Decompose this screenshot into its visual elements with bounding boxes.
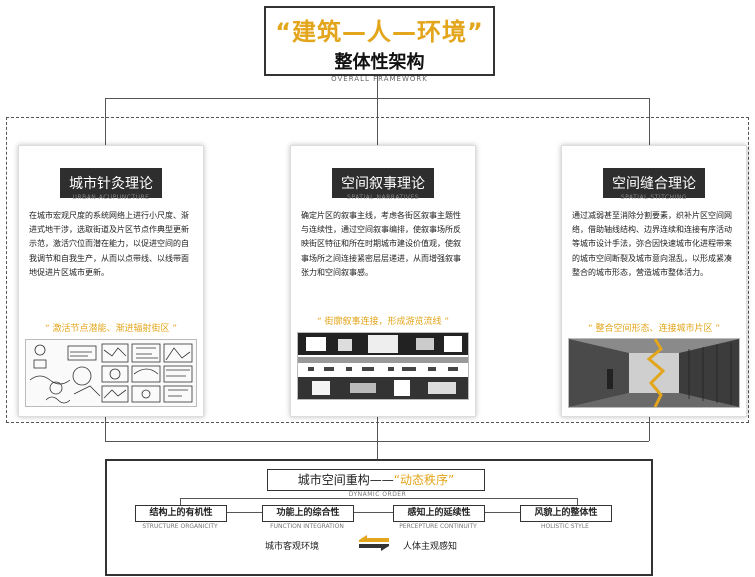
principle-style-en: HOLISTIC STYLE [541, 523, 589, 530]
environment-right-label: 人体主观感知 [403, 542, 458, 552]
principle-structure-en: STRUCTURE ORGANICITY [142, 523, 218, 530]
theory-slogan: “ 街廓叙事连接，形成游览流线 ” [316, 317, 450, 327]
theory-description: 确定片区的叙事主线，考虑各街区叙事主题性与连续性，通过空间叙事编排，使叙事场所反… [301, 211, 461, 277]
connector-line [377, 98, 378, 145]
acupuncture-sketch-image [25, 339, 197, 407]
theory-title-en: URBAN ACUPUNCTURE [72, 194, 150, 201]
narrative-collage-image [297, 332, 469, 400]
theory-slogan: “ 整合空间形态、连接城市片区 ” [587, 324, 721, 334]
framework-title: “建筑—人—环境” [275, 18, 484, 46]
connector-line [377, 441, 378, 459]
environment-left-label: 城市客观环境 [265, 542, 320, 552]
connector-line [180, 512, 577, 513]
theory-title: 城市针灸理论 [60, 168, 162, 198]
theory-description: 在城市宏观尺度的系统网络上进行小尺度、渐进式地干涉，选取街道及片区节点作典型更新… [29, 211, 189, 277]
principle-function: 功能上的综合性 [262, 505, 354, 522]
theory-description: 通过减弱甚至消除分割要素，织补片区空间网络，借助轴线结构、边界连续和连接有序活动… [572, 211, 732, 277]
connector-line [649, 415, 650, 441]
connector-line [377, 415, 378, 441]
connector-line [649, 98, 650, 145]
connector-line [180, 498, 577, 499]
reorganization-title: 城市空间重构——“动态秩序” [267, 469, 485, 491]
theory-title-en: SPATIAL STITCHING [620, 194, 688, 201]
connector-line [577, 498, 578, 506]
connector-line [105, 415, 106, 441]
theory-title-en: SPATIAL NARRATIVES [347, 194, 419, 201]
stitching-street-photo [568, 338, 740, 408]
connector-line [105, 98, 106, 145]
theory-card-spatial-narratives: 空间叙事理论 SPATIAL NARRATIVES 确定片区的叙事主线，考虑各街… [290, 145, 476, 417]
connector-line [377, 72, 378, 98]
theory-title: 空间叙事理论 [332, 168, 434, 198]
theory-card-urban-acupuncture: 城市针灸理论 URBAN ACUPUNCTURE 在城市宏观尺度的系统网络上进行… [18, 145, 204, 417]
principle-structure: 结构上的有机性 [135, 505, 227, 522]
framework-title-box: “建筑—人—环境” 整体性架构 OVERALL FRAMEWORK [264, 6, 495, 83]
principle-style: 风貌上的整体性 [520, 505, 612, 522]
connector-line [180, 498, 181, 506]
reorganization-label: 城市空间重构—— [297, 473, 394, 487]
bidirectional-arrow-icon [359, 535, 389, 551]
principle-perception-en: PERCEPTURE CONTINUITY [399, 523, 477, 530]
theory-title: 空间缝合理论 [603, 168, 705, 198]
reorganization-en: DYNAMIC ORDER [348, 491, 407, 498]
framework-subtitle: 整体性架构 [334, 52, 425, 73]
reorganization-highlight: “动态秩序” [393, 473, 455, 487]
principle-function-en: FUNCTION INTEGRATION [270, 523, 344, 530]
framework-subtitle-en: OVERALL FRAMEWORK [331, 75, 428, 83]
principle-perception: 感知上的延续性 [393, 505, 485, 522]
theory-slogan: “ 激活节点潜能、渐进辐射街区 ” [44, 324, 178, 334]
theory-card-spatial-stitching: 空间缝合理论 SPATIAL STITCHING 通过减弱甚至消除分割要素，织补… [561, 145, 747, 417]
